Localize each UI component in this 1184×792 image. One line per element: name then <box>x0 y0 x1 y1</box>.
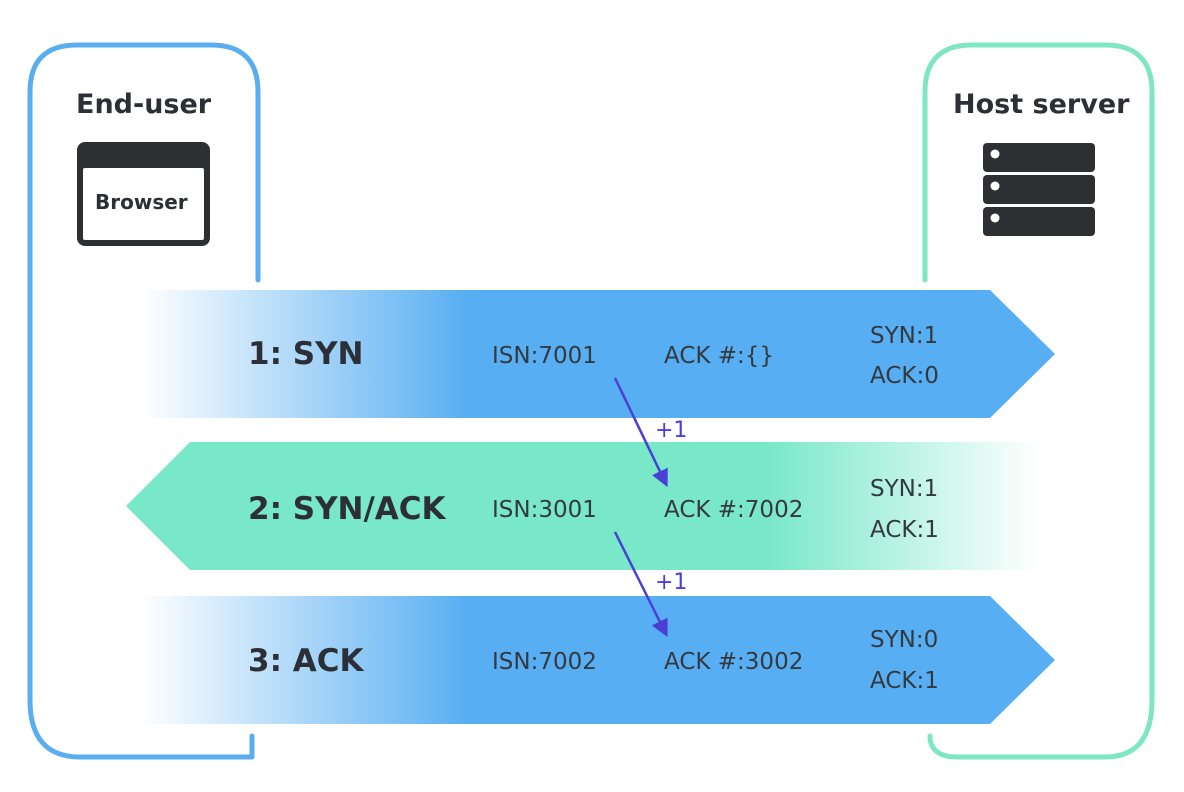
step-3-isn: ISN:7002 <box>492 649 597 675</box>
host-server-frame <box>922 42 1155 760</box>
step-1-ack-number: ACK #:{} <box>664 343 775 369</box>
increment-arrow-2 <box>613 531 668 638</box>
end-user-title: End-user <box>76 89 212 120</box>
step-2-ack-flag: ACK:1 <box>870 517 939 543</box>
step-1-isn: ISN:7001 <box>492 343 597 369</box>
increment-label-2: +1 <box>655 570 688 595</box>
step-1-label: 1: SYN <box>248 336 364 372</box>
increment-label-1: +1 <box>655 418 688 443</box>
syn-arrow <box>140 290 1055 418</box>
step-2-label: 2: SYN/ACK <box>248 491 446 527</box>
syn-ack-arrow <box>126 442 1040 570</box>
step-1-ack-flag: ACK:0 <box>870 363 939 389</box>
ack-arrow <box>140 596 1055 724</box>
step-2-syn-flag: SYN:1 <box>870 476 939 502</box>
end-user-frame <box>27 42 261 760</box>
browser-icon <box>77 142 210 246</box>
step-2-isn: ISN:3001 <box>492 497 597 523</box>
step-3-ack-number: ACK #:3002 <box>664 649 804 675</box>
server-icon <box>983 143 1095 236</box>
step-3-ack-flag: ACK:1 <box>870 668 939 694</box>
browser-label: Browser <box>95 190 188 214</box>
increment-arrow-1 <box>613 377 668 488</box>
host-server-title: Host server <box>953 89 1130 120</box>
step-2-ack-number: ACK #:7002 <box>664 497 804 523</box>
step-1-syn-flag: SYN:1 <box>870 323 939 349</box>
step-3-syn-flag: SYN:0 <box>870 627 939 653</box>
step-3-label: 3: ACK <box>248 643 364 679</box>
